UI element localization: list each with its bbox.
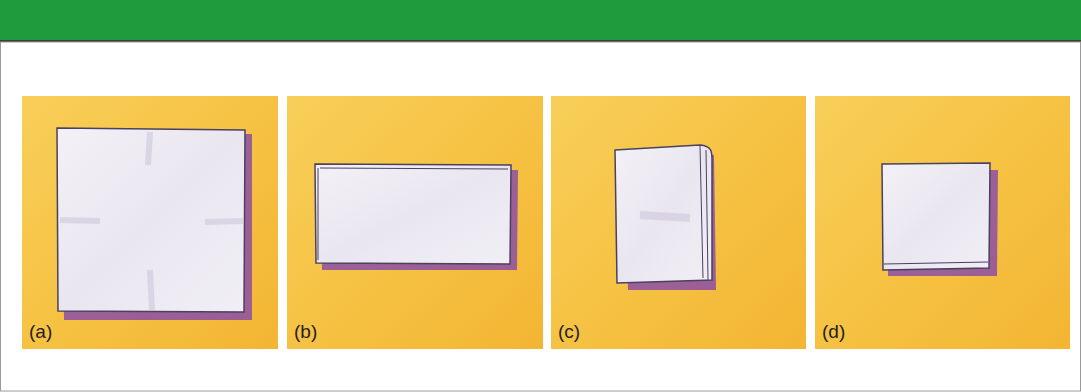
napkin-quarter	[615, 145, 716, 290]
panel	[815, 96, 1070, 349]
napkin-half	[315, 164, 518, 270]
panel	[287, 96, 543, 349]
header-bar	[0, 0, 1081, 40]
panel	[22, 96, 278, 349]
panel-label: (b)	[294, 321, 317, 343]
panel-label: (a)	[29, 321, 52, 343]
napkin-open	[57, 128, 252, 320]
panel-label: (d)	[822, 321, 845, 343]
panel-label: (c)	[558, 321, 580, 343]
napkin-square	[882, 163, 998, 276]
frame	[1, 42, 1081, 391]
panel	[551, 96, 806, 349]
